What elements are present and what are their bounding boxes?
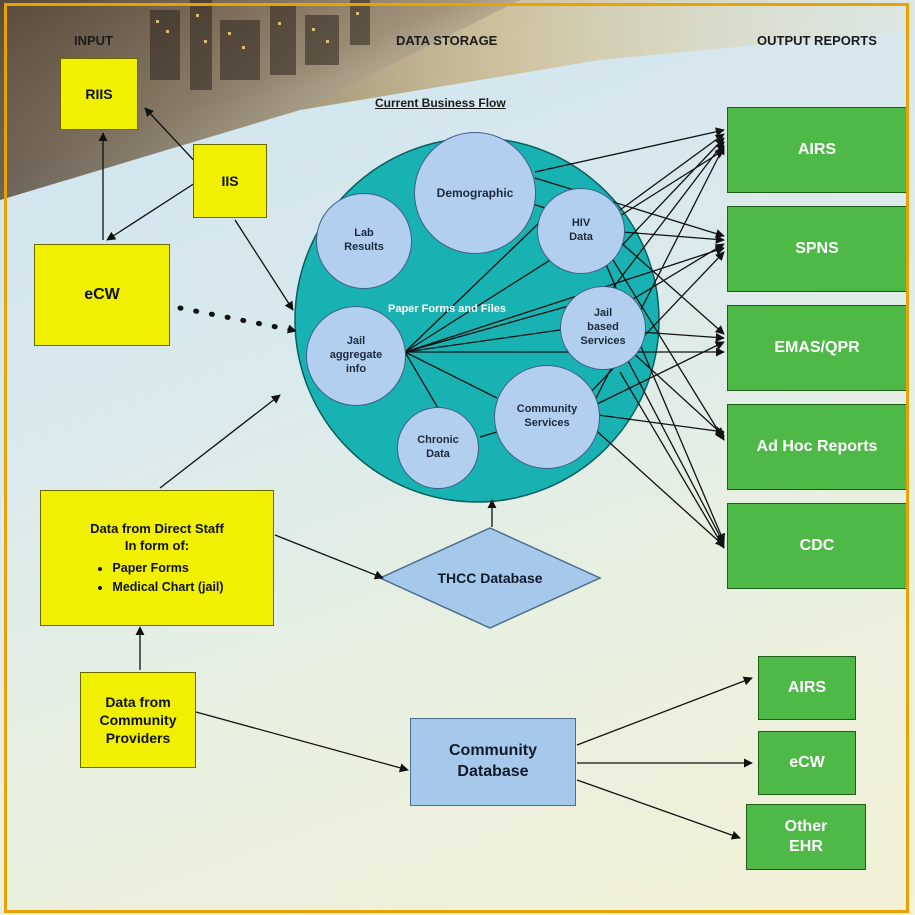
emas-qpr-output-box: EMAS/QPR — [727, 305, 907, 391]
jail-aggregate-line1: Jail — [346, 335, 366, 348]
connector-community-db-other-ehr — [576, 779, 741, 840]
paper-forms-and-files-label: Paper Forms and Files — [388, 303, 506, 315]
hiv-data-line1: HIV — [571, 217, 591, 230]
iis-box: IIS — [193, 144, 267, 218]
iis-label: IIS — [221, 173, 239, 189]
cdc-output-box: CDC — [727, 503, 907, 589]
community-database-box: Community Database — [410, 718, 576, 806]
ecw-input-label: eCW — [84, 286, 120, 303]
input-column-title: INPUT — [74, 33, 113, 48]
community-database-line1: Community — [449, 742, 537, 760]
community-services-bubble: Community Services — [494, 365, 600, 469]
thcc-database: THCC Database — [395, 566, 585, 590]
ecw-small-output-label: eCW — [789, 754, 825, 771]
direct-staff-title-line1: Data from Direct Staff — [90, 520, 224, 536]
community-providers-line1: Data from — [105, 693, 171, 710]
bullet-medical-chart: Medical Chart (jail) — [112, 578, 223, 597]
airs-small-output-label: AIRS — [787, 679, 827, 696]
city-background-image — [0, 0, 915, 200]
direct-staff-title-line2: In form of: — [124, 538, 190, 554]
demographic-bubble: Demographic — [414, 132, 536, 254]
output-reports-column-title: OUTPUT REPORTS — [757, 33, 877, 48]
hiv-data-line2: Data — [569, 231, 593, 243]
bullet-paper-forms: Paper Forms — [112, 559, 223, 578]
connector-staff-storage — [159, 394, 281, 489]
demographic-label: Demographic — [436, 185, 514, 200]
connector-ecw-storage-tip — [286, 324, 297, 334]
jail-aggregate-bubble: Jail aggregate info — [306, 306, 406, 406]
lab-results-line2: Results — [344, 241, 384, 253]
airs-small-output-box: AIRS — [758, 656, 856, 720]
ad-hoc-reports-output-box: Ad Hoc Reports — [727, 404, 907, 490]
spns-output-box: SPNS — [727, 206, 907, 292]
emas-qpr-output-label: EMAS/QPR — [774, 339, 860, 356]
riis-box: RIIS — [60, 58, 138, 130]
data-storage-column-title: DATA STORAGE — [396, 33, 498, 48]
lab-results-bubble: Lab Results — [316, 193, 412, 289]
connector-ecw-storage-dotted — [177, 305, 295, 333]
current-business-flow-title: Current Business Flow — [375, 96, 506, 110]
lab-results-line1: Lab — [354, 227, 374, 240]
jail-aggregate-line2: aggregate — [329, 349, 383, 362]
chronic-data-line2: Data — [426, 448, 450, 460]
jail-based-line2: based — [587, 321, 619, 334]
community-database-line2: Database — [457, 763, 529, 780]
airs-output-box: AIRS — [727, 107, 907, 193]
other-ehr-line1: Other — [784, 818, 828, 835]
community-services-line2: Services — [524, 417, 570, 429]
connector-staff-thcc — [274, 534, 384, 580]
jail-aggregate-line3: info — [345, 362, 367, 375]
connector-providers-community-db — [195, 711, 409, 773]
ecw-small-output-box: eCW — [758, 731, 856, 795]
direct-staff-box: Data from Direct Staff In form of: Paper… — [40, 490, 274, 626]
riis-label: RIIS — [85, 86, 113, 102]
direct-staff-bullet-list: Paper Forms Medical Chart (jail) — [90, 559, 223, 597]
airs-output-label: AIRS — [797, 141, 837, 158]
jail-based-line3: Services — [580, 334, 626, 347]
jail-based-line1: Jail — [593, 307, 613, 320]
thcc-database-label: THCC Database — [437, 570, 543, 586]
spns-output-label: SPNS — [795, 240, 839, 257]
ad-hoc-reports-output-label: Ad Hoc Reports — [756, 438, 878, 455]
community-providers-box: Data from Community Providers — [80, 672, 196, 768]
jail-based-services-bubble: Jail based Services — [560, 286, 646, 370]
cdc-output-label: CDC — [799, 537, 835, 554]
community-providers-line2: Community — [99, 711, 177, 728]
other-ehr-output-box: Other EHR — [746, 804, 866, 870]
chronic-data-line1: Chronic — [417, 434, 459, 447]
community-services-line1: Community — [516, 403, 578, 416]
connector-community-db-airs — [576, 676, 753, 746]
chronic-data-bubble: Chronic Data — [397, 407, 479, 489]
community-providers-line3: Providers — [105, 730, 171, 747]
ecw-input-box: eCW — [34, 244, 170, 346]
other-ehr-line2: EHR — [789, 838, 823, 855]
hiv-data-bubble: HIV Data — [537, 188, 625, 274]
